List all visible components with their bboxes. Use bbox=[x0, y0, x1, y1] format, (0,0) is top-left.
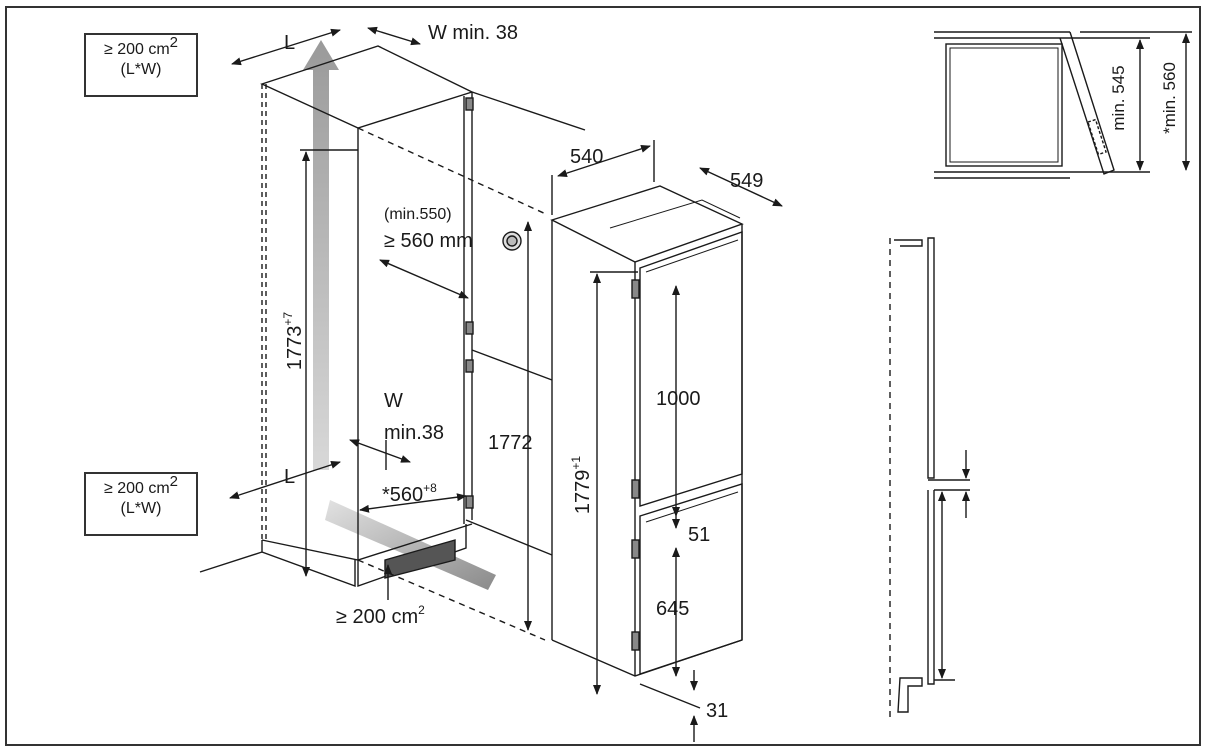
vent-top-dims: (L*W) bbox=[120, 61, 162, 78]
side-section-view bbox=[889, 237, 970, 718]
vent-top-area: ≥ 200 cm bbox=[103, 41, 170, 58]
label-w-min-38-top: W min. 38 bbox=[428, 22, 519, 44]
niche-height-value: 1773 bbox=[284, 325, 306, 371]
vent-bottom-area: ≥ 200 cm bbox=[103, 480, 170, 497]
plinth-vent-sup: 2 bbox=[418, 603, 425, 617]
appliance bbox=[524, 140, 783, 742]
plinth-vent-area: ≥ 200 cm bbox=[336, 606, 419, 628]
label-w-mid-min: min.38 bbox=[384, 422, 445, 444]
label-height-1779: 1779+1 bbox=[569, 440, 594, 530]
vent-bottom-sup: 2 bbox=[169, 473, 179, 490]
label-depth-549: 549 bbox=[730, 170, 764, 192]
label-depth-560: ≥ 560 mm bbox=[384, 230, 473, 252]
label-gap-51: 51 bbox=[688, 524, 711, 546]
label-min-545: min. 545 bbox=[1109, 65, 1128, 131]
height-1779-value: 1779 bbox=[572, 469, 594, 515]
vent-bottom-dims: (L*W) bbox=[120, 500, 162, 517]
label-upper-door-1000: 1000 bbox=[656, 388, 701, 410]
label-niche-depth: *560+8 bbox=[382, 481, 437, 506]
airflow-plinth-arrow bbox=[325, 500, 496, 590]
label-min-560: *min. 560 bbox=[1160, 62, 1179, 134]
diagram-frame bbox=[5, 6, 1201, 746]
height-1779-tol: +1 bbox=[569, 455, 583, 470]
vent-top-sup: 2 bbox=[169, 34, 179, 51]
vent-top-box: ≥ 200 cm2 (L*W) bbox=[84, 33, 198, 97]
label-l-bottom: L bbox=[284, 466, 296, 488]
niche-depth-value: *560 bbox=[382, 484, 424, 506]
label-height-1772: 1772 bbox=[488, 432, 533, 454]
top-detail-view bbox=[932, 18, 1196, 188]
label-width-540: 540 bbox=[570, 146, 604, 168]
cabinet-niche bbox=[199, 26, 586, 641]
niche-depth-tol: +8 bbox=[423, 481, 437, 495]
label-lower-door-645: 645 bbox=[656, 598, 690, 620]
niche-height-tol: +7 bbox=[281, 311, 295, 326]
label-niche-height: 1773+7 bbox=[281, 296, 306, 386]
label-plinth-vent: ≥ 200 cm2 bbox=[336, 603, 425, 628]
label-w-mid: W bbox=[384, 390, 403, 412]
label-depth-min-550: (min.550) bbox=[384, 206, 452, 223]
label-l-top: L bbox=[284, 32, 296, 54]
label-bottom-31: 31 bbox=[706, 700, 729, 722]
vent-bottom-box: ≥ 200 cm2 (L*W) bbox=[84, 472, 198, 536]
airflow-up-arrow bbox=[303, 40, 339, 470]
